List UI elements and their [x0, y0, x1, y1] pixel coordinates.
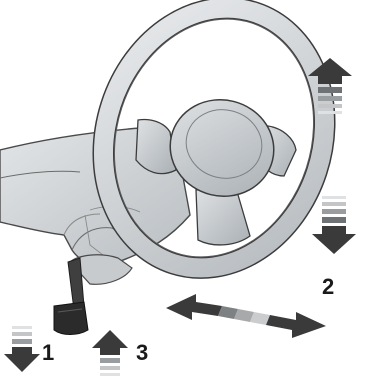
up-arrow-icon [92, 330, 128, 376]
callout-1: 1 [42, 342, 54, 364]
callout-2: 2 [322, 276, 334, 298]
in-out-arrow [166, 294, 326, 338]
callout-3: 3 [136, 342, 148, 364]
down-arrow-icon [4, 326, 40, 372]
